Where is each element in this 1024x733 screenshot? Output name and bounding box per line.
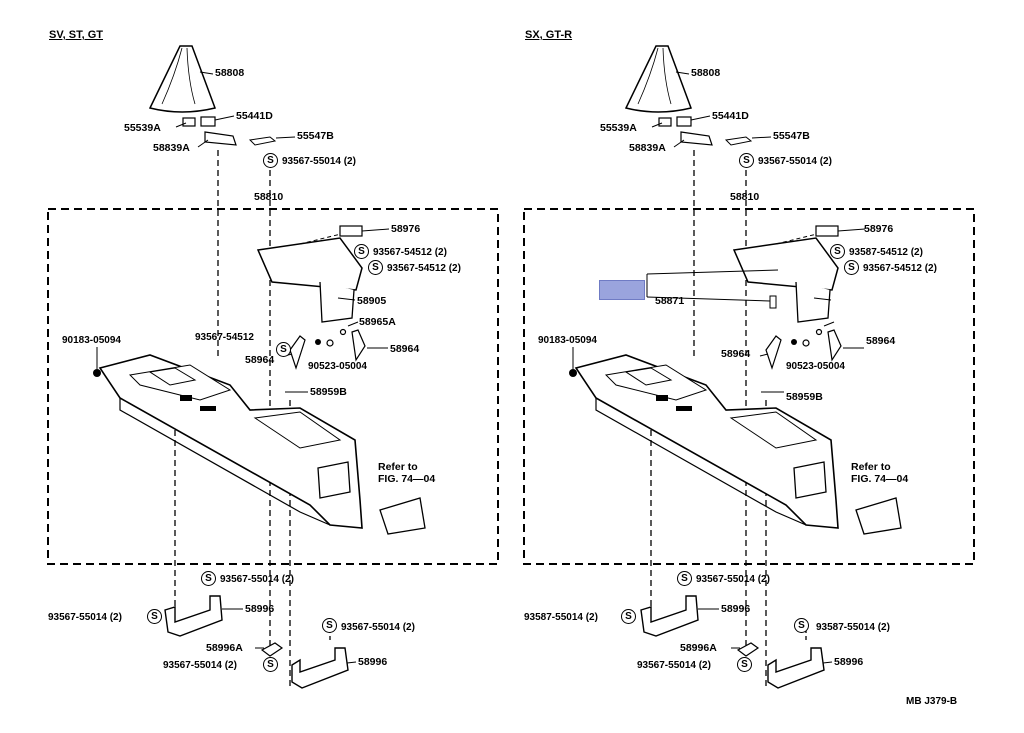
screw-s-icon: S — [844, 260, 859, 275]
part-label-58996-b: 58996 — [358, 656, 388, 668]
part-label-58839A: 58839A — [153, 142, 190, 154]
screw-s-icon: S — [276, 342, 291, 357]
part-label-55539A: 55539A — [124, 122, 161, 134]
screw-s-icon: S — [830, 244, 845, 259]
part-label-55539A: 55539A — [600, 122, 637, 134]
part-label-93567-55014-b4: 93567-55014 (2) — [163, 660, 237, 671]
part-label-58808: 58808 — [691, 67, 721, 79]
screw-s-icon: S — [677, 571, 692, 586]
right-panel-header: SX, GT-R — [525, 29, 573, 41]
screw-s-icon: S — [794, 618, 809, 633]
part-label-93567-54512-b: 93567-54512 (2) — [863, 263, 937, 274]
part-label-58996-a: 58996 — [721, 603, 751, 615]
part-label-93587-55014-b2: 93587-55014 (2) — [524, 612, 598, 623]
part-label-58976: 58976 — [864, 223, 894, 235]
refer-fig-label: FIG. 74—04 — [378, 473, 436, 485]
part-label-55547B: 55547B — [773, 130, 810, 142]
part-label-58905: 58905 — [357, 295, 387, 307]
part-label-58964-right: 58964 — [390, 343, 420, 355]
screw-s-icon: S — [322, 618, 337, 633]
part-label-90183-05094: 90183-05094 — [62, 335, 121, 346]
part-label-93567-54512-a: 93567-54512 (2) — [373, 247, 447, 258]
refer-to-label: Refer to — [851, 461, 891, 473]
part-label-58839A: 58839A — [629, 142, 666, 154]
screw-s-icon: S — [354, 244, 369, 259]
refer-fig-label: FIG. 74—04 — [851, 473, 909, 485]
part-label-58996A: 58996A — [680, 642, 717, 654]
part-label-93567-55014-top: 93567-55014 (2) — [282, 156, 356, 167]
screw-s-icon: S — [263, 657, 278, 672]
part-label-55547B: 55547B — [297, 130, 334, 142]
part-label-58964-right: 58964 — [866, 335, 896, 347]
part-label-93587-54512-a: 93587-54512 (2) — [849, 247, 923, 258]
part-label-93567-55014-top: 93567-55014 (2) — [758, 156, 832, 167]
part-label-58976: 58976 — [391, 223, 421, 235]
part-label-93567-55014-b1: 93567-55014 (2) — [220, 574, 294, 585]
part-label-58996A: 58996A — [206, 642, 243, 654]
diagram-code: MB J379-B — [906, 696, 958, 707]
part-label-93567-55014-b1: 93567-55014 (2) — [696, 574, 770, 585]
highlighted-part-marker[interactable] — [599, 280, 645, 300]
part-label-55441D: 55441D — [236, 110, 273, 122]
screw-s-icon: S — [147, 609, 162, 624]
screw-s-icon: S — [201, 571, 216, 586]
part-label-58964-left: 58964 — [721, 348, 751, 360]
screw-s-icon: S — [737, 657, 752, 672]
part-label-55441D: 55441D — [712, 110, 749, 122]
part-label-93567-55014-b4: 93567-55014 (2) — [637, 660, 711, 671]
part-label-58810: 58810 — [730, 191, 760, 203]
part-label-58959B: 58959B — [310, 386, 347, 398]
part-label-93567-54512-mid: 93567-54512 — [195, 332, 254, 343]
part-label-93587-55014-b3: 93587-55014 (2) — [816, 622, 890, 633]
part-label-90183-05094: 90183-05094 — [538, 335, 597, 346]
screw-s-icon: S — [621, 609, 636, 624]
part-label-90523-05004: 90523-05004 — [308, 361, 367, 372]
left-panel-header: SV, ST, GT — [49, 29, 104, 41]
screw-s-icon: S — [263, 153, 278, 168]
refer-to-label: Refer to — [378, 461, 418, 473]
part-label-58996-a: 58996 — [245, 603, 275, 615]
part-label-58959B: 58959B — [786, 391, 823, 403]
part-label-58996-b: 58996 — [834, 656, 864, 668]
part-label-93567-54512-b: 93567-54512 (2) — [387, 263, 461, 274]
part-label-58965A: 58965A — [359, 316, 396, 328]
part-label-93567-55014-b3: 93567-55014 (2) — [341, 622, 415, 633]
part-label-58810: 58810 — [254, 191, 284, 203]
screw-s-icon: S — [739, 153, 754, 168]
part-label-58871: 58871 — [655, 295, 685, 307]
part-label-58964-left: 58964 — [245, 354, 275, 366]
part-label-58808: 58808 — [215, 67, 245, 79]
part-label-90523-05004: 90523-05004 — [786, 361, 845, 372]
part-label-93567-55014-b2: 93567-55014 (2) — [48, 612, 122, 623]
screw-s-icon: S — [368, 260, 383, 275]
